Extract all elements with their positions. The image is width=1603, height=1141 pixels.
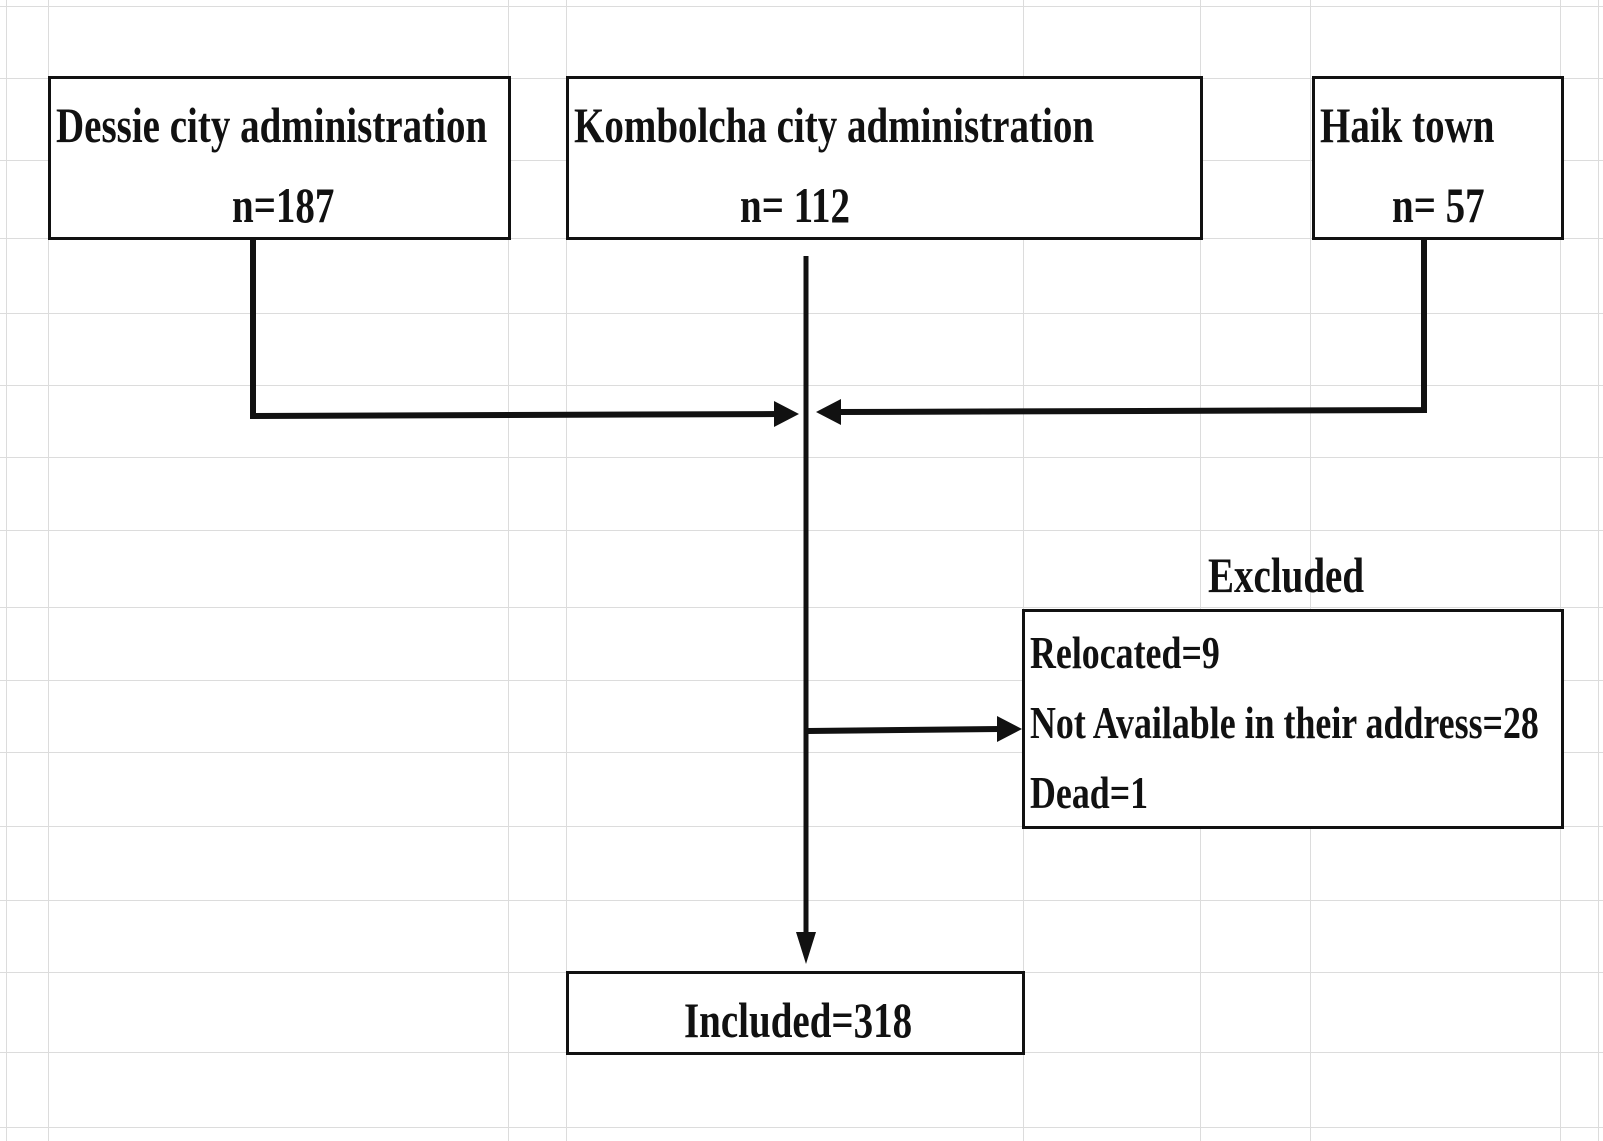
dessie-arrowhead [774, 401, 799, 427]
included-arrowhead [796, 932, 816, 964]
haik-box [1312, 76, 1564, 240]
kombolcha-box [566, 76, 1203, 240]
excluded-item-relocated: Relocated=9 [1030, 627, 1220, 678]
excluded-branch-line [807, 726, 1001, 734]
included-box [566, 971, 1025, 1055]
excluded-box [1022, 609, 1564, 829]
haik-arrowhead [816, 399, 841, 425]
haik-label: Haik town [1320, 97, 1495, 153]
excluded-title: Excluded [1208, 547, 1365, 603]
kombolcha-label: Kombolcha city administration [574, 97, 1095, 153]
included-label: Included=318 [684, 992, 913, 1048]
haik-count: n= 57 [1392, 177, 1485, 233]
dessie-count: n=187 [232, 177, 335, 233]
excluded-item-not-available: Not Available in their address=28 [1030, 697, 1539, 748]
dessie-connector [250, 240, 781, 420]
kombolcha-count: n= 112 [740, 177, 851, 233]
excluded-arrowhead [997, 716, 1022, 742]
dessie-box [48, 76, 511, 240]
excluded-item-dead: Dead=1 [1030, 767, 1149, 818]
haik-connector [837, 240, 1427, 415]
dessie-label: Dessie city administration [56, 97, 488, 153]
